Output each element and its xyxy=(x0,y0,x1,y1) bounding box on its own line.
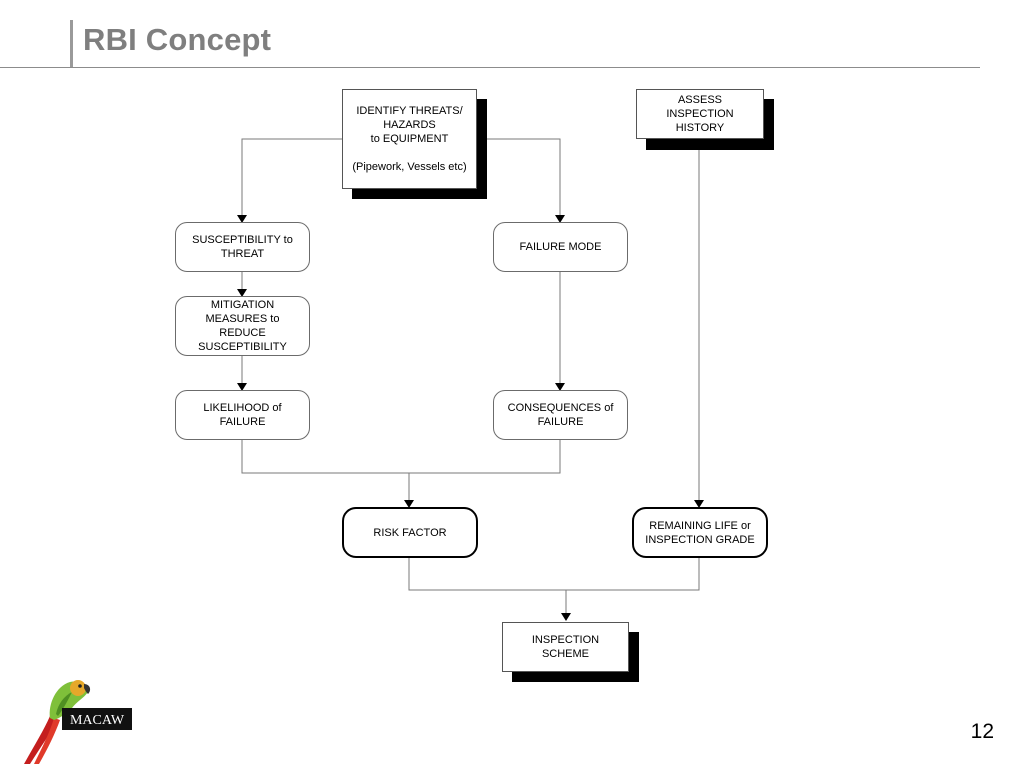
connector-scheme-merge xyxy=(408,558,700,591)
logo-text: MACAW xyxy=(70,713,125,728)
macaw-logo: MACAW xyxy=(24,680,132,764)
title-accent-bar xyxy=(70,20,73,68)
node-remaining-life: REMAINING LIFE or INSPECTION GRADE xyxy=(632,507,768,558)
page-number: 12 xyxy=(970,720,994,743)
node-consequences-of-failure: CONSEQUENCES of FAILURE xyxy=(493,390,628,440)
node-likelihood-of-failure: LIKELIHOOD of FAILURE xyxy=(175,390,310,440)
slide-title: RBI Concept xyxy=(83,22,272,57)
node-mitigation-measures: MITIGATION MEASURES to REDUCE SUSCEPTIBI… xyxy=(175,296,310,356)
connector-likelihood-merge xyxy=(241,440,561,474)
node-susceptibility: SUSCEPTIBILITY to THREAT xyxy=(175,222,310,272)
connector-identify-to-susceptibility xyxy=(237,138,342,223)
node-risk-factor: RISK FACTOR xyxy=(342,507,478,558)
node-assess-inspection-history: ASSESS INSPECTION HISTORY xyxy=(636,89,764,139)
node-identify-threats: IDENTIFY THREATS/ HAZARDS to EQUIPMENT (… xyxy=(342,89,477,189)
node-failure-mode: FAILURE MODE xyxy=(493,222,628,272)
title-divider xyxy=(0,67,980,68)
node-inspection-scheme: INSPECTION SCHEME xyxy=(502,622,629,672)
connector-identify-to-failure-mode xyxy=(476,138,565,223)
